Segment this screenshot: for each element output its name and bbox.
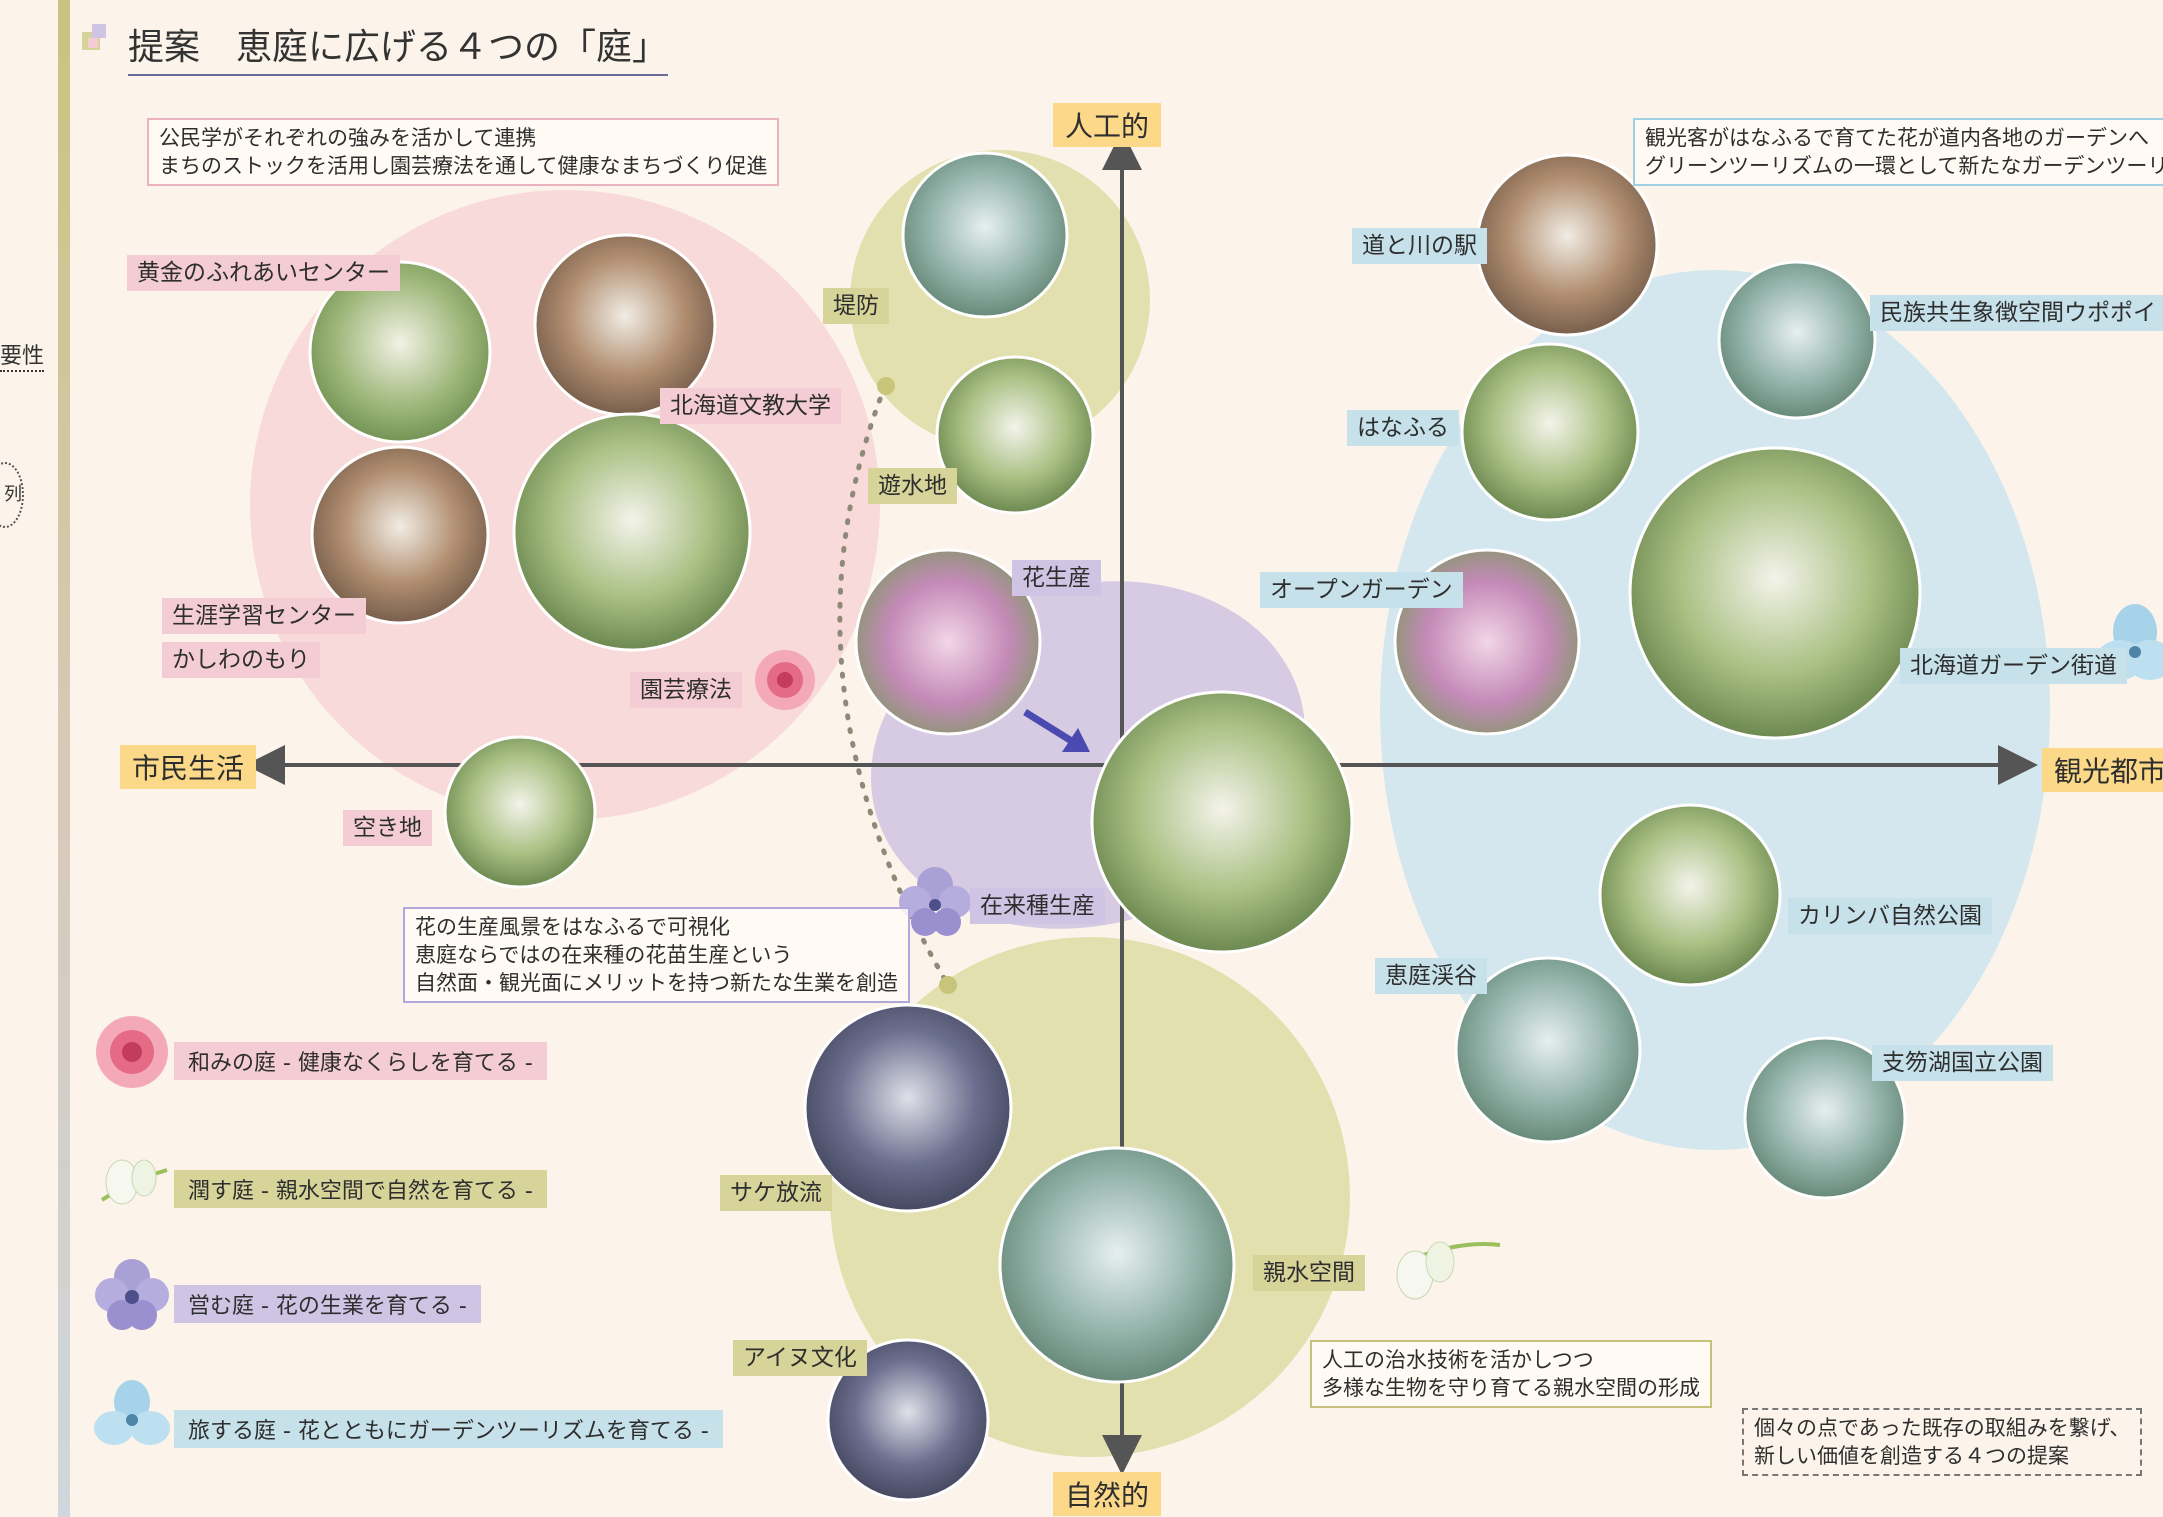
photo-flower-production — [854, 548, 1042, 736]
place-karinba-park: カリンバ自然公園 — [1788, 898, 1992, 934]
photo-teibo — [901, 151, 1069, 319]
note-green-line-2: 多様な生物を守り育てる親水空間の形成 — [1322, 1376, 1700, 1400]
note-blue: 観光客がはなふるで育てた花が道内各地のガーデンへ グリーンツーリズムの一環として… — [1633, 118, 2163, 186]
place-horticulture-therapy: 園芸療法 — [630, 672, 742, 708]
place-upopoy: 民族共生象徴空間ウポポイ — [1870, 295, 2163, 331]
photo-shikotsu-lake — [1743, 1036, 1907, 1200]
note-green: 人工の治水技術を活かしつつ 多様な生物を守り育てる親水空間の形成 — [1310, 1340, 1712, 1408]
note-pink: 公民学がそれぞれの強みを活かして連携 まちのストックを活用し園芸療法を通して健康… — [147, 118, 780, 186]
note-purple: 花の生産風景をはなふるで可視化 恵庭ならではの在来種の花苗生産という 自然面・観… — [403, 907, 910, 1003]
photo-garden-kaido — [1628, 446, 1922, 740]
photo-waterfront — [998, 1146, 1236, 1384]
place-akichi: 空き地 — [343, 810, 432, 846]
note-summary-line-1: 個々の点であった既存の取組みを繋げ、 — [1754, 1416, 2131, 1440]
photo-ainu-culture — [826, 1338, 990, 1502]
place-ainu-culture: アイヌ文化 — [733, 1340, 867, 1376]
place-shikotsu-lake: 支笏湖国立公園 — [1872, 1045, 2053, 1081]
axis-label-natural: 自然的 — [1053, 1472, 1162, 1516]
cut-off-text: 要性 — [0, 338, 45, 372]
direction-arrow-head — [1062, 728, 1090, 752]
rose-flower-icon — [755, 650, 815, 710]
place-kogane-center: 黄金のふれあいセンター — [127, 255, 400, 291]
page-title: 提案 恵庭に広げる４つの「庭」 — [128, 18, 669, 76]
snowdrop-flower-icon — [100, 1159, 168, 1205]
note-summary-line-2: 新しい価値を創造する４つの提案 — [1754, 1444, 2069, 1468]
photo-kogane-center — [308, 260, 492, 444]
legend-label-nagomi: 和みの庭 - 健康なくらしを育てる - — [174, 1042, 547, 1080]
place-michi-kawa-station: 道と川の駅 — [1352, 228, 1487, 264]
note-purple-line-1: 花の生産風景をはなふるで可視化 — [415, 915, 730, 939]
photo-upopoy — [1717, 260, 1877, 420]
dotted-connector — [837, 383, 951, 988]
place-flower-production: 花生産 — [1012, 560, 1101, 596]
legend-label-itonamu: 営む庭 - 花の生業を育てる - — [174, 1285, 481, 1323]
note-purple-line-2: 恵庭ならではの在来種の花苗生産という — [415, 943, 793, 967]
legend-label-uruosu: 潤す庭 - 親水空間で自然を育てる - — [174, 1170, 547, 1208]
photo-horticulture-therapy — [512, 412, 752, 652]
note-summary: 個々の点であった既存の取組みを繋げ、 新しい価値を創造する４つの提案 — [1742, 1408, 2143, 1476]
place-eniwa-gorge: 恵庭渓谷 — [1375, 958, 1487, 994]
left-accent-bar — [58, 0, 70, 1517]
axis-label-tourism-city: 観光都市 — [2042, 748, 2163, 792]
photo-karinba-park — [1598, 803, 1782, 987]
note-pink-line-2: まちのストックを活用し園芸療法を通して健康なまちづくり促進 — [159, 154, 768, 178]
note-blue-line-2: グリーンツーリズムの一環として新たなガーデンツーリズム促進 — [1645, 154, 2163, 178]
place-garden-kaido: 北海道ガーデン街道 — [1900, 648, 2127, 684]
connector-dot-top — [877, 377, 895, 395]
note-pink-line-1: 公民学がそれぞれの強みを活かして連携 — [159, 126, 537, 150]
rose-flower-icon — [96, 1016, 168, 1088]
place-open-garden: オープンガーデン — [1260, 572, 1463, 608]
place-bunkyo-university: 北海道文教大学 — [660, 388, 841, 424]
connector-dot-bottom — [939, 976, 957, 994]
photo-salmon-release — [803, 1003, 1013, 1213]
place-kashiwanomori: かしわのもり — [162, 642, 320, 678]
place-shogai-center: 生涯学習センター — [162, 598, 366, 634]
photo-eniwa-gorge — [1454, 956, 1642, 1144]
note-green-line-1: 人工の治水技術を活かしつつ — [1322, 1348, 1594, 1372]
photo-shogai-center — [310, 445, 490, 625]
title-icon — [82, 24, 106, 50]
legend-item-nagomi: 和みの庭 - 健康なくらしを育てる - — [92, 1012, 612, 1102]
photo-native-species — [1090, 690, 1354, 954]
photo-hanafuru — [1460, 342, 1640, 522]
note-blue-line-1: 観光客がはなふるで育てた花が道内各地のガーデンへ — [1645, 126, 2149, 150]
axis-label-civic-life: 市民生活 — [120, 745, 257, 789]
photo-yusuichi — [935, 355, 1095, 515]
place-native-species: 在来種生産 — [970, 888, 1105, 924]
place-teibo: 堤防 — [823, 288, 889, 324]
photo-akichi — [443, 735, 597, 889]
axis-label-artificial: 人工的 — [1053, 103, 1162, 147]
legend-item-uruosu: 潤す庭 - 親水空間で自然を育てる - — [92, 1140, 612, 1230]
legend-label-tabisuru: 旅する庭 - 花とともにガーデンツーリズムを育てる - — [174, 1410, 723, 1448]
place-hanafuru: はなふる — [1347, 410, 1459, 446]
legend-item-itonamu: 営む庭 - 花の生業を育てる - — [92, 1255, 612, 1345]
note-purple-line-3: 自然面・観光面にメリットを持つ新たな生業を創造 — [415, 971, 898, 995]
snowdrop-flower-icon — [1396, 1241, 1501, 1300]
place-waterfront: 親水空間 — [1253, 1255, 1365, 1291]
legend-item-tabisuru: 旅する庭 - 花とともにガーデンツーリズムを育てる - — [92, 1380, 723, 1470]
direction-arrow — [1023, 709, 1080, 748]
blue-flower-icon — [94, 1380, 170, 1445]
place-yusuichi: 遊水地 — [868, 468, 957, 504]
violet-flower-icon — [95, 1259, 169, 1330]
place-salmon-release: サケ放流 — [720, 1175, 832, 1211]
photo-michi-kawa-station — [1475, 153, 1659, 337]
